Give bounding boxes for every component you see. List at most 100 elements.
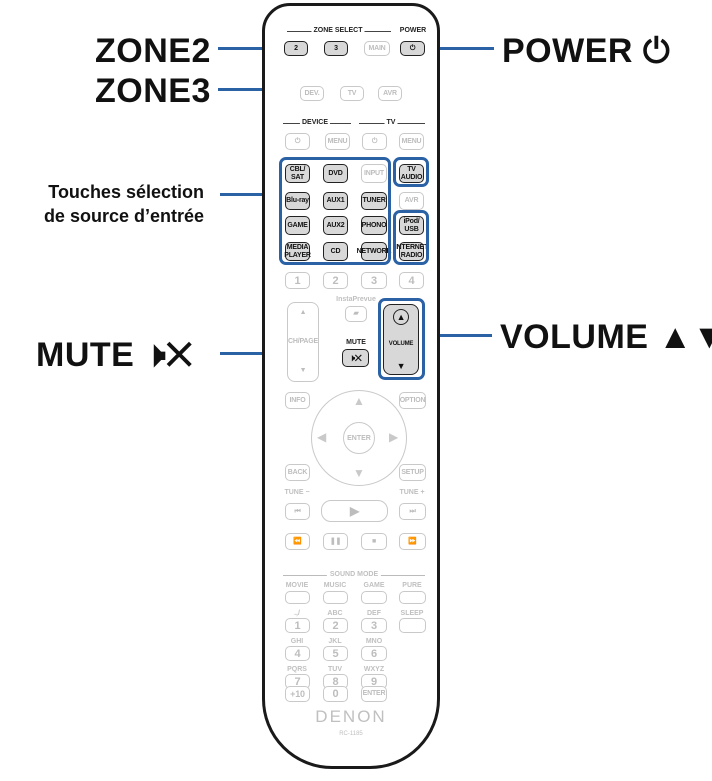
tune-minus-label: TUNE − [284, 489, 310, 496]
pause-icon: ❚❚ [329, 537, 342, 545]
skip-forward-button[interactable]: ⏭ [399, 503, 426, 520]
keypad-4-button[interactable]: 4 [285, 646, 310, 661]
device-power-button[interactable]: ⏻ [285, 133, 310, 150]
source-cd-button[interactable]: CD [323, 242, 348, 261]
tv-audio-button[interactable]: TV AUDIO [399, 164, 424, 183]
source-ipod-usb-button[interactable]: iPod/ USB [399, 216, 424, 235]
skip-back-button[interactable]: ⏮ [285, 503, 310, 520]
rewind-icon: ⏪ [293, 537, 302, 545]
quick-select-2-button[interactable]: 2 [323, 272, 348, 289]
tv-power-button[interactable]: ⏻ [362, 133, 387, 150]
volume-up-icon[interactable]: ▲ [393, 309, 409, 325]
source-aux2-button[interactable]: AUX2 [323, 216, 348, 235]
source-phono-button[interactable]: PHONO [361, 216, 387, 235]
tv-label: TV [384, 119, 398, 126]
ch-page-rocker[interactable]: ▲ CH/PAGE ▼ [287, 302, 319, 382]
source-tuner-button[interactable]: TUNER [361, 192, 387, 210]
keypad-2-button[interactable]: 2 [323, 618, 348, 633]
source-game-button[interactable]: GAME [285, 216, 310, 235]
quick-select-4-button[interactable]: 4 [399, 272, 424, 289]
keypad-letters-1: .,/ [294, 610, 300, 617]
keypad-5-button[interactable]: 5 [323, 646, 348, 661]
main-zone-button[interactable]: MAIN [364, 41, 390, 56]
power-button[interactable]: ⏻ [400, 41, 425, 56]
instaprevue-button[interactable]: ▰ [345, 306, 367, 322]
brand-logo: DENON [315, 707, 387, 726]
avr-button[interactable]: AVR [378, 86, 402, 101]
zone2-button[interactable]: 2 [284, 41, 308, 56]
mute-label: MUTE [346, 339, 366, 346]
dpad-up-icon[interactable]: ▲ [353, 394, 365, 408]
option-button[interactable]: OPTION [399, 392, 426, 409]
stop-button[interactable]: ■ [361, 533, 387, 550]
source-internet-radio-button[interactable]: INTERNET RADIO [395, 242, 428, 261]
source-dvd-button[interactable]: DVD [323, 164, 348, 183]
pause-button[interactable]: ❚❚ [323, 533, 348, 550]
sleep-button[interactable] [399, 618, 426, 633]
ch-page-down-icon: ▼ [299, 367, 307, 374]
enter-button[interactable]: ENTER [343, 422, 375, 454]
fast-forward-icon: ⏩ [408, 537, 417, 545]
keypad-1-button[interactable]: 1 [285, 618, 310, 633]
play-button[interactable]: ▶ [321, 500, 388, 522]
source-callout: Touches sélection de source d’entrée [2, 180, 204, 228]
device-menu-button[interactable]: MENU [325, 133, 350, 150]
quick-select-1-button[interactable]: 1 [285, 272, 310, 289]
directional-pad[interactable] [311, 390, 407, 486]
keypad-letters-7: PQRS [287, 666, 307, 673]
volume-label: VOLUME [388, 340, 414, 347]
sound-mode-game-label: GAME [363, 582, 385, 589]
tv-button[interactable]: TV [340, 86, 364, 101]
tv-input-button[interactable]: INPUT [361, 164, 387, 183]
volume-leader [430, 334, 492, 337]
dev-button[interactable]: DEV. [300, 86, 324, 101]
sound-mode-pure-label: PURE [402, 582, 422, 589]
dpad-right-icon[interactable]: ▶ [389, 430, 399, 444]
source-network-button[interactable]: NETWORK [357, 242, 392, 261]
rewind-button[interactable]: ⏪ [285, 533, 310, 550]
info-button[interactable]: INFO [285, 392, 310, 409]
volume-down-icon[interactable]: ▼ [396, 361, 406, 371]
keypad-6-button[interactable]: 6 [361, 646, 387, 661]
quick-select-3-button[interactable]: 3 [361, 272, 387, 289]
instaprevue-label: InstaPrevue [336, 296, 376, 303]
source-cbl-sat-button[interactable]: CBL/ SAT [285, 164, 310, 183]
remote-control: ZONE SELECT POWER 2 3 MAIN ⏻ DEV. TV AVR… [262, 3, 440, 769]
device-label: DEVICE [299, 119, 331, 126]
sound-mode-movie-button[interactable] [285, 591, 310, 604]
zone3-button[interactable]: 3 [324, 41, 348, 56]
source-callout-line1: Touches sélection [48, 182, 204, 202]
setup-button[interactable]: SETUP [399, 464, 426, 481]
keypad-0-button[interactable]: 0 [323, 686, 348, 702]
sound-mode-game-button[interactable] [361, 591, 387, 604]
sleep-label: SLEEP [400, 610, 424, 617]
source-aux1-button[interactable]: AUX1 [323, 192, 348, 210]
skip-back-icon: ⏮ [294, 507, 301, 515]
mute-button[interactable]: 🕨✕ [342, 349, 369, 367]
back-button[interactable]: BACK [285, 464, 310, 481]
source-bluray-button[interactable]: Blu-ray [285, 192, 310, 210]
source-callout-line2: de source d’entrée [43, 206, 204, 226]
avr-source-button[interactable]: AVR [399, 192, 424, 210]
dpad-down-icon[interactable]: ▼ [353, 466, 365, 480]
tv-menu-button[interactable]: MENU [399, 133, 424, 150]
keypad-letters-9: WXYZ [363, 666, 385, 673]
keypad-3-button[interactable]: 3 [361, 618, 387, 633]
source-leader [220, 193, 280, 196]
volume-callout: VOLUME ▲▼ [500, 318, 712, 356]
keypad-plus10-button[interactable]: +10 [285, 686, 310, 702]
sound-mode-label: SOUND MODE [326, 571, 382, 578]
zone-select-label: ZONE SELECT [311, 27, 365, 34]
keypad-enter-button[interactable]: ENTER [361, 686, 387, 702]
sound-mode-music-button[interactable] [323, 591, 348, 604]
source-media-player-button[interactable]: MEDIA PLAYER [284, 242, 311, 261]
power-leader [424, 47, 494, 50]
tune-plus-label: TUNE + [399, 489, 425, 496]
keypad-letters-3: DEF [367, 610, 381, 617]
zone3-callout: ZONE3 [95, 72, 211, 110]
dpad-left-icon[interactable]: ◀ [317, 430, 327, 444]
sound-mode-pure-button[interactable] [399, 591, 426, 604]
fast-forward-button[interactable]: ⏩ [399, 533, 426, 550]
power-label: POWER [399, 27, 427, 34]
volume-rocker[interactable]: ▲ VOLUME ▼ [383, 304, 419, 375]
